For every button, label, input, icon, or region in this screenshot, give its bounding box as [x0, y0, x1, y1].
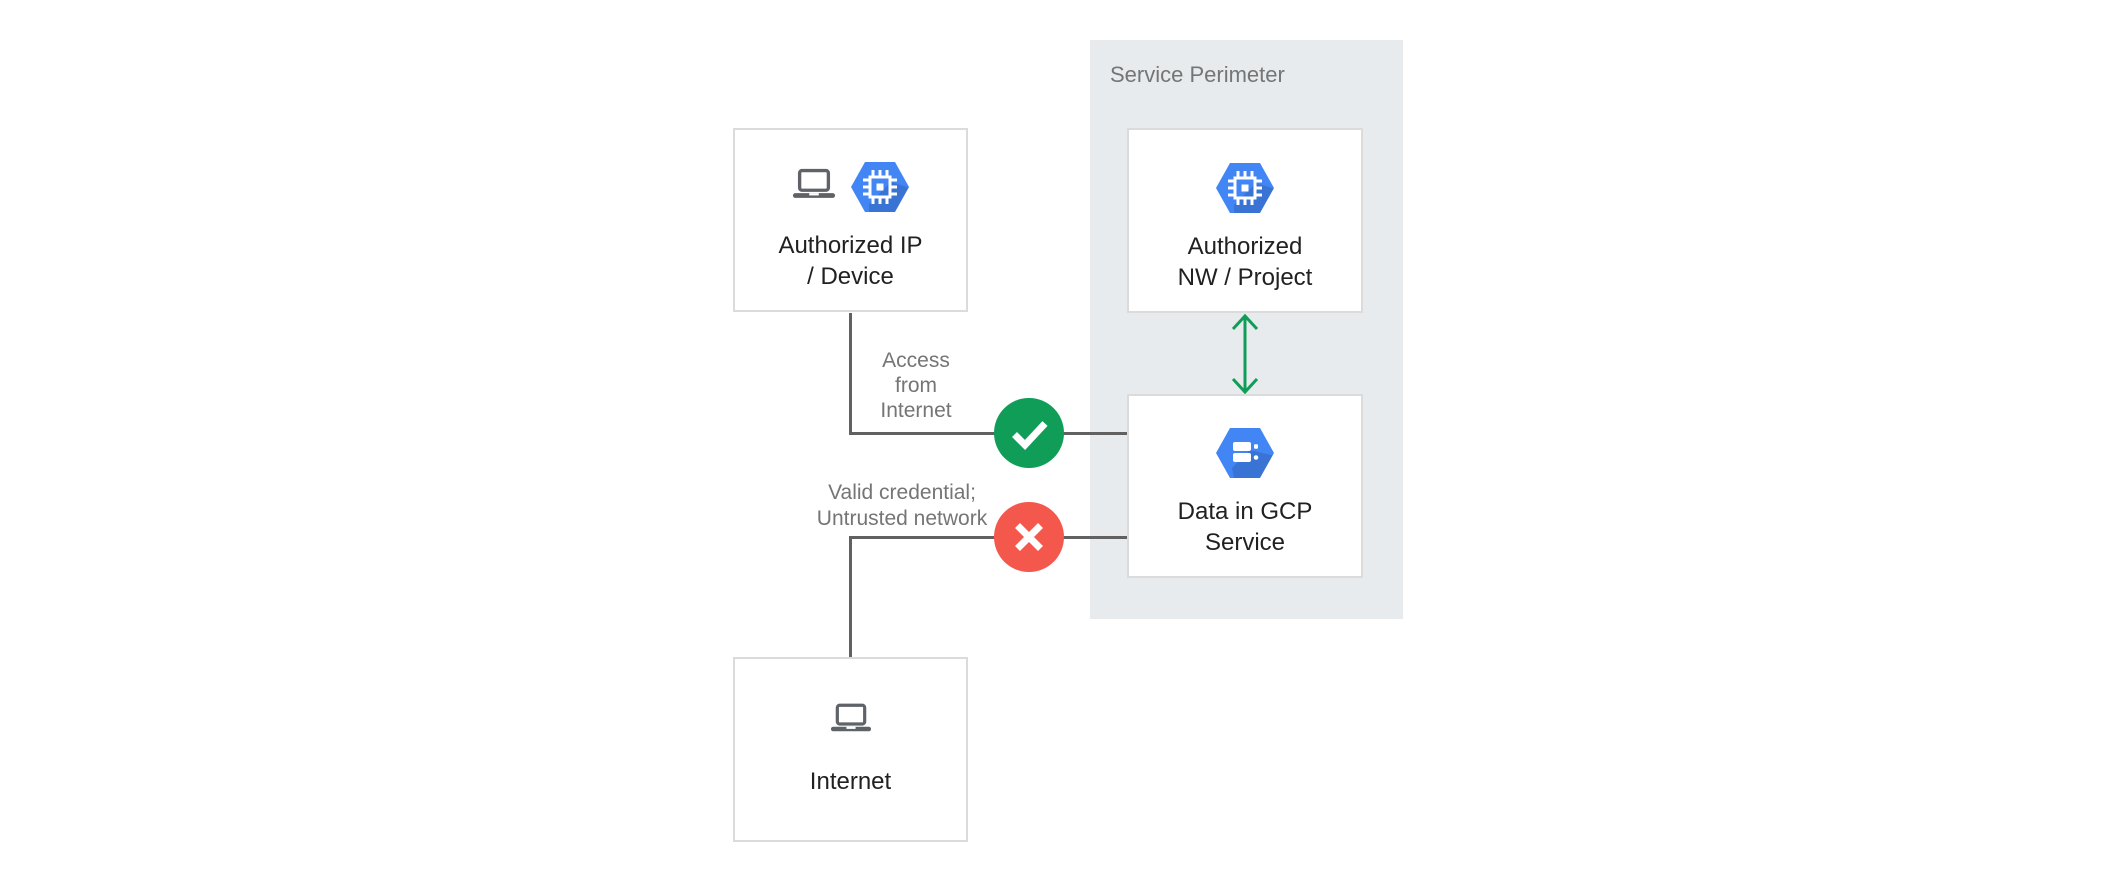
node-icon-row: [791, 160, 911, 214]
x-icon: [994, 502, 1064, 572]
node-icon-row: [1214, 161, 1276, 215]
node-title: Authorized NW / Project: [1177, 232, 1313, 291]
connector-credential-path: [849, 536, 1127, 657]
node-title: Authorized IP / Device: [778, 232, 923, 290]
laptop-icon: [830, 703, 871, 731]
node-title: Data in GCP Service: [1177, 498, 1313, 556]
node-icon-row: [1214, 426, 1276, 480]
node-authorized-nw-project: Authorized NW / Project: [1127, 128, 1363, 313]
label-valid-credential-untrusted-network: Valid credential; Untrusted network: [816, 481, 988, 530]
node-internet: Internet: [733, 657, 968, 842]
compute-engine-hexagon-icon: [1216, 162, 1274, 213]
storage-hexagon-icon: [1216, 428, 1274, 478]
check-icon: [994, 398, 1064, 468]
node-title: Internet: [809, 767, 892, 795]
service-perimeter-label: Service Perimeter: [1110, 62, 1285, 87]
node-authorized-ip-device: Authorized IP / Device: [733, 128, 968, 312]
status-denied-badge: [994, 502, 1064, 572]
status-allowed-badge: [994, 398, 1064, 468]
node-icon-row: [829, 703, 873, 734]
compute-engine-hexagon-icon: [850, 162, 909, 212]
label-access-from-internet: Access from Internet: [880, 349, 952, 422]
laptop-icon: [792, 168, 835, 198]
node-data-in-gcp-service: Data in GCP Service: [1127, 394, 1363, 578]
